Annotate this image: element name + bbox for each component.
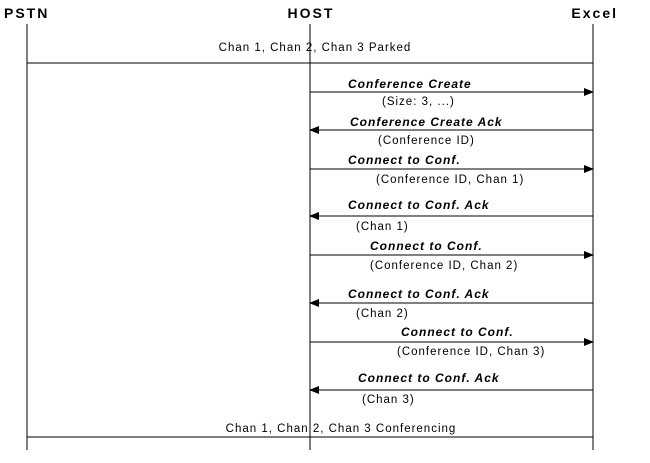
message-label: Connect to Conf. Ack (358, 371, 500, 385)
message-params: (Chan 3) (362, 394, 415, 406)
lifeline-header-pstn: PSTN (4, 5, 49, 21)
lifeline-header-excel: Excel (571, 5, 618, 21)
message-params: (Chan 2) (356, 308, 409, 320)
message-params: (Conference ID, Chan 1) (376, 174, 524, 186)
lifeline-header-host: HOST (288, 5, 335, 21)
message-label: Connect to Conf. (370, 239, 483, 253)
message-params: (Chan 1) (356, 221, 409, 233)
message-label: Conference Create (348, 77, 472, 91)
message-label: Conference Create Ack (350, 115, 503, 129)
message-params: (Conference ID, Chan 2) (370, 260, 518, 272)
message-params: (Conference ID, Chan 3) (397, 346, 545, 358)
banner-conferencing: Chan 1, Chan 2, Chan 3 Conferencing (226, 423, 457, 435)
message-label: Connect to Conf. (348, 153, 461, 167)
message-params: (Conference ID) (378, 135, 475, 147)
banner-parked: Chan 1, Chan 2, Chan 3 Parked (219, 42, 412, 54)
message-label: Connect to Conf. Ack (348, 287, 490, 301)
message-label: Connect to Conf. Ack (348, 198, 490, 212)
message-params: (Size: 3, ...) (382, 96, 455, 108)
message-label: Connect to Conf. (401, 325, 514, 339)
